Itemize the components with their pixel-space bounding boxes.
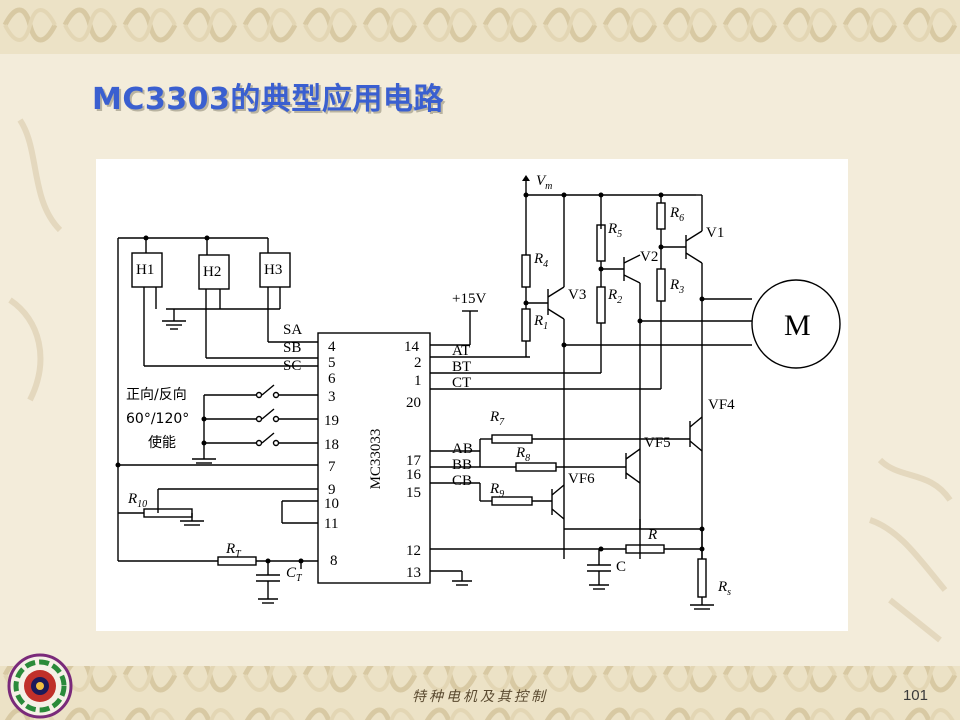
hall-sensor-h1: [131, 252, 163, 288]
circuit-diagram: H1 H2 H3 SA SB SC 正向/反向 60°/120° 使能 4 5 …: [96, 159, 848, 631]
label-r2: R2: [607, 287, 622, 306]
pin-7: 7: [328, 459, 336, 475]
label-r6: R6: [669, 205, 684, 224]
slide-title: MC3303的典型应用电路: [92, 82, 444, 117]
pin-12: 12: [406, 543, 421, 559]
circuit-schematic: H1 H2 H3 SA SB SC 正向/反向 60°/120° 使能 4 5 …: [115, 173, 841, 610]
label-r10: R10: [127, 491, 147, 510]
resistor-r3: [656, 268, 666, 302]
signal-sb: SB: [283, 340, 301, 356]
resistor-r6: [656, 202, 666, 230]
label-r8: R8: [515, 445, 530, 464]
pin-6: 6: [328, 371, 336, 387]
label-r4: R4: [533, 251, 548, 270]
label-direction: 正向/反向: [126, 387, 187, 403]
pin-18: 18: [324, 437, 339, 453]
label-r7: R7: [489, 409, 505, 428]
pin-2: 2: [414, 355, 422, 371]
pin-10: 10: [324, 496, 339, 512]
label-enable: 使能: [148, 434, 176, 451]
hall-label-h3: H3: [264, 262, 282, 278]
label-rt: RT: [225, 541, 242, 560]
signal-sc: SC: [283, 358, 301, 374]
resistor-r: [625, 544, 665, 554]
footer-text: 特种电机及其控制: [412, 689, 548, 705]
signal-ct: CT: [452, 375, 471, 391]
label-rs: Rs: [717, 579, 731, 598]
resistor-rs: [697, 558, 707, 598]
hall-sensor-h2: [198, 254, 230, 290]
pin-4: 4: [328, 339, 336, 355]
resistor-r9: [491, 496, 533, 506]
label-v3: V3: [568, 287, 586, 303]
signal-at: AT: [452, 343, 470, 359]
hall-sensor-h3: [259, 252, 291, 288]
label-r9: R9: [489, 481, 504, 500]
motor: [751, 279, 841, 369]
pin-13: 13: [406, 565, 421, 581]
resistor-r5: [596, 224, 606, 262]
label-r: R: [647, 527, 657, 543]
ic-name: MC33033: [368, 429, 384, 490]
pin-16: 16: [406, 467, 422, 483]
ic-mc33033: [317, 332, 431, 584]
pin-9: 9: [328, 482, 336, 498]
label-vf6: VF6: [568, 471, 595, 487]
page-number: 101: [902, 687, 928, 704]
hall-label-h2: H2: [203, 264, 221, 280]
pin-14: 14: [404, 339, 420, 355]
motor-label: M: [784, 309, 811, 342]
label-vm: Vm: [536, 173, 552, 192]
label-angle: 60°/120°: [126, 411, 189, 427]
pin-19: 19: [324, 413, 339, 429]
resistor-r8: [515, 462, 557, 472]
signal-cb: CB: [452, 473, 472, 489]
pin-3: 3: [328, 389, 336, 405]
resistor-r4: [521, 254, 531, 288]
vm-arrow: [522, 175, 530, 181]
hall-label-h1: H1: [136, 262, 154, 278]
label-v2: V2: [640, 249, 658, 265]
pin-8: 8: [330, 553, 338, 569]
pin-1: 1: [414, 373, 422, 389]
resistor-r7: [491, 434, 533, 444]
pin-5: 5: [328, 355, 336, 371]
pin-11: 11: [324, 516, 338, 532]
signal-bb: BB: [452, 457, 472, 473]
signal-bt: BT: [452, 359, 471, 375]
pin-15: 15: [406, 485, 421, 501]
label-r1: R1: [533, 313, 548, 332]
signal-ab: AB: [452, 441, 473, 457]
signal-sa: SA: [283, 322, 302, 338]
label-vf4: VF4: [708, 397, 735, 413]
resistor-r2: [596, 286, 606, 324]
label-ct: CT: [286, 565, 303, 584]
pin-20: 20: [406, 395, 421, 411]
university-logo: [7, 653, 73, 719]
pin-17: 17: [406, 453, 422, 469]
label-plus15v: +15V: [452, 291, 486, 307]
label-c: C: [616, 559, 626, 575]
label-r5: R5: [607, 221, 622, 240]
label-v1: V1: [706, 225, 724, 241]
resistor-r1: [521, 308, 531, 342]
label-r3: R3: [669, 277, 684, 296]
label-vf5: VF5: [644, 435, 671, 451]
